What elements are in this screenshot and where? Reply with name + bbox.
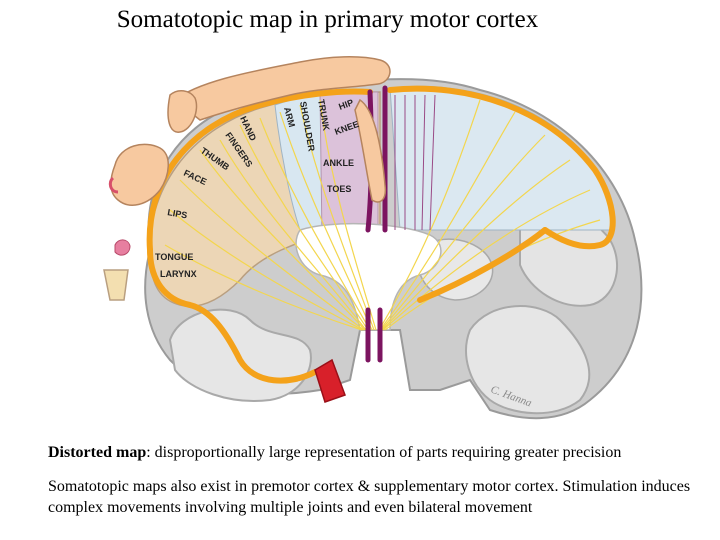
brainstem-tract bbox=[314, 358, 346, 403]
motor-cortex-diagram: HIP TRUNK KNEE SHOULDER ARM HAND FINGERS… bbox=[103, 56, 643, 420]
label-lips: LIPS bbox=[167, 207, 188, 220]
page-title: Somatotopic map in primary motor cortex bbox=[116, 6, 539, 33]
caption-rest: : disproportionally large representation… bbox=[146, 444, 622, 461]
white-matter bbox=[295, 222, 442, 331]
homunculus-figure bbox=[110, 56, 391, 206]
label-hip: HIP bbox=[337, 97, 355, 112]
label-toes: TOES bbox=[327, 184, 351, 194]
larynx-shape bbox=[103, 269, 129, 301]
central-sulcus-line bbox=[365, 85, 388, 363]
lips-mark bbox=[108, 176, 119, 194]
pyramidal-tract bbox=[146, 85, 616, 384]
tongue-shape bbox=[114, 239, 131, 256]
fiber-bundle bbox=[164, 99, 601, 331]
label-tongue: TONGUE bbox=[155, 252, 193, 262]
caption-distorted-map: Distorted map: disproportionally large r… bbox=[48, 444, 716, 462]
caption-bold-term: Distorted map bbox=[48, 444, 147, 461]
midline-fibers bbox=[394, 94, 436, 231]
label-larynx: LARYNX bbox=[160, 269, 197, 279]
caption-premotor: Somatotopic maps also exist in premotor … bbox=[48, 478, 691, 516]
label-ankle: ANKLE bbox=[323, 158, 354, 168]
